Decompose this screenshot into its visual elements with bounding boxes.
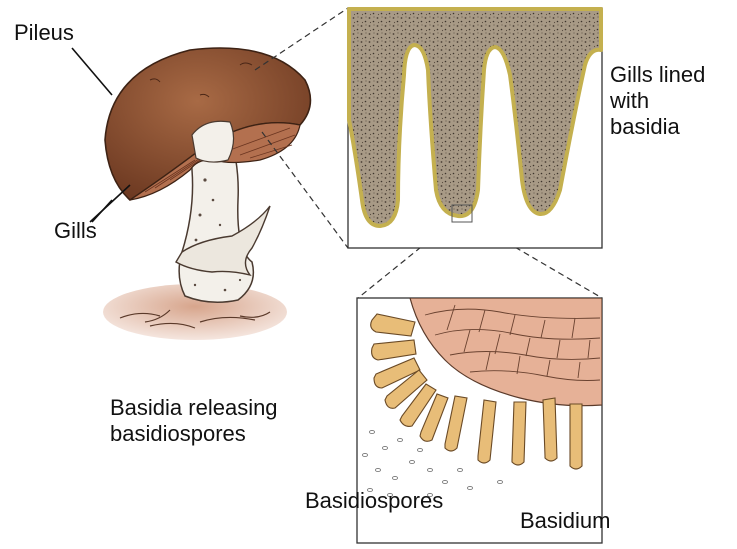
- label-line: basidia: [610, 114, 705, 140]
- label-line: Basidia releasing: [110, 395, 278, 421]
- label-line: with: [610, 88, 705, 114]
- label-basidia-releasing: Basidia releasing basidiospores: [110, 395, 278, 447]
- basidium-cell: [543, 398, 557, 461]
- gill-section-inset: [348, 8, 602, 248]
- label-line: Gills lined: [610, 62, 705, 88]
- label-pileus: Pileus: [14, 20, 74, 46]
- label-line: basidiospores: [110, 421, 278, 447]
- basidium-cell: [570, 404, 582, 469]
- label-gills-lined-with-basidia: Gills lined with basidia: [610, 62, 705, 140]
- label-basidium: Basidium: [520, 508, 610, 534]
- pileus-leader: [72, 48, 112, 95]
- basidium-cell: [512, 402, 526, 465]
- label-basidiospores: Basidiospores: [305, 488, 443, 514]
- label-gills: Gills: [54, 218, 97, 244]
- mushroom-illustration: [103, 48, 310, 340]
